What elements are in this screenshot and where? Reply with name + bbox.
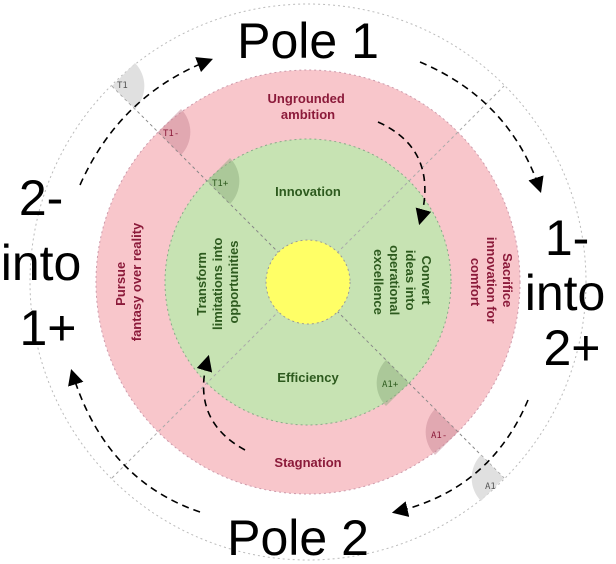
- svg-text:T1+: T1+: [212, 179, 229, 189]
- svg-text:A1: A1: [485, 482, 496, 492]
- center-circle: [265, 239, 351, 325]
- svg-text:A1+: A1+: [382, 380, 399, 390]
- label-innovation: Innovation: [275, 184, 341, 199]
- transition-left-label: 2- into 1+: [1, 170, 96, 356]
- arrow-pole2-to-left: [68, 368, 201, 513]
- label-transform-limitations: Transform limitations into opportunities: [194, 234, 241, 330]
- marker-t1: T1: [112, 63, 145, 109]
- arrow-left-to-pole1: [79, 57, 213, 186]
- arrow-stagnation-to-transform: [196, 354, 246, 451]
- marker-a1: A1: [471, 455, 504, 501]
- label-pursue-fantasy: Pursue fantasy over reality: [113, 222, 144, 341]
- arrow-ambition-to-convert: [377, 121, 432, 226]
- label-efficiency: Efficiency: [277, 370, 339, 385]
- outer-boundary-circle: [29, 3, 587, 561]
- label-convert-ideas: Convert ideas into operational excellenc…: [371, 245, 434, 319]
- svg-text:T1-: T1-: [163, 129, 179, 139]
- marker-a1-plus: A1+: [376, 360, 409, 406]
- svg-text:T1: T1: [117, 81, 128, 91]
- arrow-pole1-to-right: [419, 61, 544, 194]
- label-sacrifice-innovation: Sacrifice innovation for comfort: [468, 237, 515, 327]
- marker-t1-minus: T1-: [158, 109, 191, 155]
- label-stagnation: Stagnation: [274, 455, 341, 470]
- pole-2-label: Pole 2: [227, 510, 369, 564]
- pole-1-label: Pole 1: [237, 13, 379, 69]
- svg-text:A1-: A1-: [431, 431, 447, 441]
- transition-right-label: 1- into 2+: [525, 210, 616, 376]
- marker-a1-minus: A1-: [425, 409, 458, 455]
- label-ungrounded-ambition: Ungrounded ambition: [268, 91, 349, 122]
- marker-t1-plus: T1+: [207, 158, 240, 204]
- arrow-right-to-pole2: [391, 399, 529, 517]
